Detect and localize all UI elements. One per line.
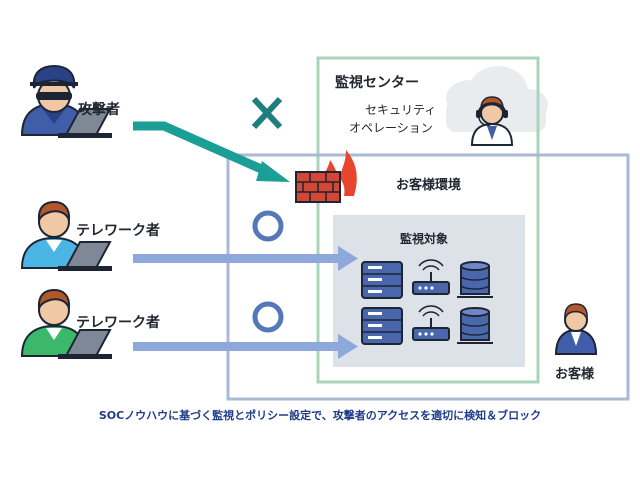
customer-label: お客様 bbox=[555, 367, 595, 382]
customer-environment-frame bbox=[226, 153, 630, 401]
database-icon bbox=[457, 261, 493, 298]
worker-with-laptop-icon bbox=[20, 288, 112, 359]
headset-operator-icon bbox=[470, 96, 514, 146]
cross-mark-icon bbox=[251, 96, 283, 130]
monitored-targets-title: 監視対象 bbox=[400, 232, 449, 246]
teleworker-arrow-2 bbox=[133, 334, 358, 359]
circle-mark-icon bbox=[252, 301, 284, 333]
database-icon bbox=[457, 307, 493, 344]
circle-mark-icon bbox=[252, 210, 284, 242]
attacker-label: 攻撃者 bbox=[78, 102, 120, 118]
diagram-caption: SOCノウハウに基づく監視とポリシー設定で、攻撃者のアクセスを適切に検知＆ブロッ… bbox=[98, 409, 542, 422]
wifi-router-icon bbox=[412, 305, 450, 341]
customer-person-icon bbox=[554, 303, 598, 355]
firewall-icon bbox=[295, 150, 357, 203]
security-operation-label-line2: オペレーション bbox=[349, 121, 433, 135]
soc-center-title: 監視センター bbox=[335, 75, 419, 91]
soc-center-frame bbox=[316, 56, 540, 384]
customer-environment-title: お客様環境 bbox=[396, 178, 462, 193]
server-icon bbox=[361, 261, 403, 299]
security-operation-label-line1: セキュリティ bbox=[365, 103, 437, 117]
worker-with-laptop-icon bbox=[20, 200, 112, 271]
attack-arrow bbox=[133, 121, 290, 182]
wifi-router-icon bbox=[412, 259, 450, 295]
server-icon bbox=[361, 307, 403, 345]
teleworker-label-2: テレワーク者 bbox=[76, 315, 160, 331]
teleworker-arrow-1 bbox=[133, 246, 358, 271]
hooded-attacker-with-laptop-icon bbox=[20, 64, 112, 138]
teleworker-label-1: テレワーク者 bbox=[76, 223, 160, 239]
